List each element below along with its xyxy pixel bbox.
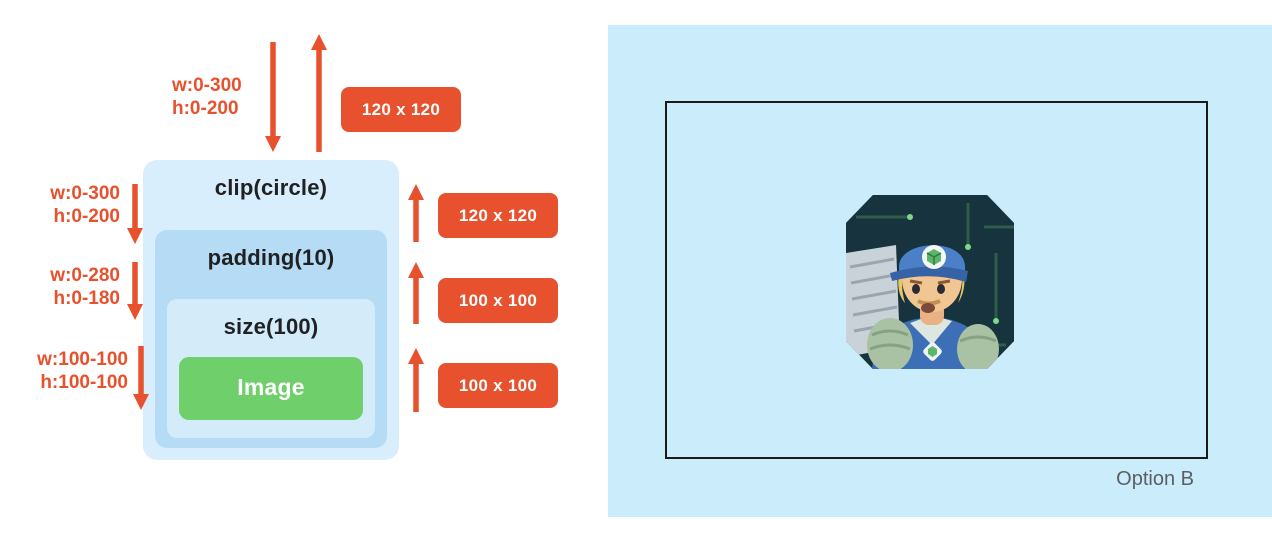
arrow-up-icon [407,184,425,242]
image-box-label: Image [237,374,305,400]
preview-panel: Option B [608,25,1272,517]
arrow-up-icon [407,348,425,412]
clip-constraint-label: w:0-300 h:0-200 [50,183,120,227]
arrow-down-icon [264,42,282,152]
clip-box-label: clip(circle) [214,175,328,200]
arrow-down-icon [126,184,144,244]
size-box-label: size(100) [223,314,319,339]
image-box: Image [179,357,363,420]
top-constraint-label: w:0-300 h:0-200 [172,75,242,119]
size-constraint-label: w:100-100 h:100-100 [37,349,128,393]
arrow-down-icon [132,346,150,410]
arrow-up-icon [310,34,328,152]
character-illustration [846,195,1014,369]
padding-box-label: padding(10) [207,245,335,270]
arrow-up-icon [407,262,425,324]
clip-size-badge: 120 x 120 [438,193,558,238]
padding-size-badge: 100 x 100 [438,278,558,323]
top-size-badge: 120 x 120 [341,87,461,132]
padding-constraint-label: w:0-280 h:0-180 [50,265,120,309]
option-caption: Option B [1116,468,1194,490]
size-size-badge: 100 x 100 [438,363,558,408]
arrow-down-icon [126,262,144,320]
preview-frame [665,101,1208,459]
